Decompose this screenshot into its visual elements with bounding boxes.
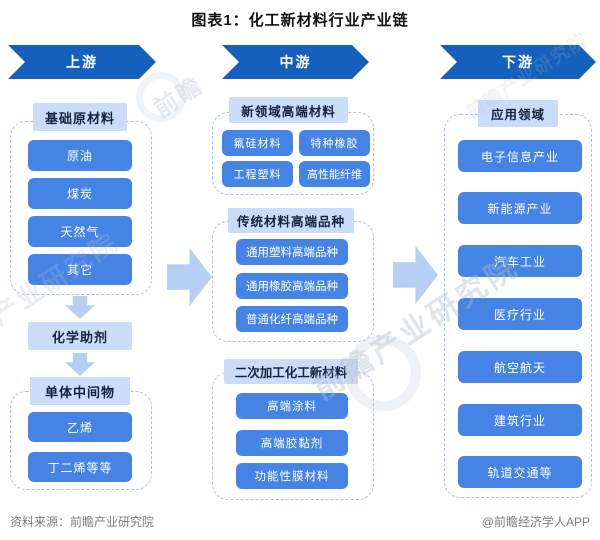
item-engineering-plastics: 工程塑料 (222, 161, 293, 187)
item-high-end-coatings: 高端涂料 (236, 393, 348, 419)
item-natural-gas: 天然气 (28, 216, 132, 247)
item-electronics-industry: 电子信息产业 (458, 140, 582, 172)
group-header-secondary-processing-materials: 二次加工化工新材料 (224, 359, 358, 384)
box-chemical-additives: 化学助剂 (28, 322, 132, 350)
item-general-plastics-premium: 通用塑料高端品种 (236, 239, 348, 265)
item-automotive-industry: 汽车工业 (458, 245, 582, 277)
item-functional-films: 功能性膜材料 (236, 463, 348, 489)
item-special-rubber: 特种橡胶 (299, 130, 370, 156)
item-other: 其它 (28, 254, 132, 285)
item-coal: 煤炭 (28, 178, 132, 209)
item-general-rubber-premium: 通用橡胶高端品种 (236, 273, 348, 299)
credit-note: @前瞻经济学人APP (481, 515, 590, 529)
item-new-energy-industry: 新能源产业 (458, 192, 582, 224)
group-header-basic-raw-materials: 基础原材料 (33, 103, 127, 131)
banner-upstream: 上游 (8, 45, 156, 79)
group-header-monomer-intermediates: 单体中间物 (30, 377, 130, 405)
arrow-down-icon (65, 296, 95, 319)
watermark-logo-icon (136, 72, 186, 122)
source-note: 资料来源：前瞻产业研究院 (10, 515, 155, 529)
item-high-performance-fiber: 高性能纤维 (299, 161, 370, 187)
item-ordinary-fiber-premium: 普通化纤高端品种 (236, 306, 348, 332)
banner-midstream: 中游 (222, 45, 369, 79)
watermark-brand-short-text: 前瞻 (149, 71, 210, 124)
item-rail-transit-etc: 轨道交通等 (458, 456, 582, 488)
flow-arrow-right-icon (167, 248, 212, 306)
group-header-new-field-high-end-materials: 新领域高端材料 (229, 97, 348, 123)
flow-arrow-right-icon (393, 246, 438, 304)
item-fluorosilicone-materials: 氟硅材料 (222, 130, 293, 156)
item-medical-industry: 医疗行业 (458, 298, 582, 330)
arrow-down-icon (65, 353, 95, 376)
item-construction-industry: 建筑行业 (458, 404, 582, 436)
item-aerospace: 航空航天 (458, 351, 582, 383)
item-ethylene: 乙烯 (28, 412, 132, 442)
group-header-application-fields: 应用领域 (478, 100, 558, 127)
chart-title: 图表1：化工新材料行业产业链 (191, 12, 409, 29)
item-crude-oil: 原油 (28, 140, 132, 171)
banner-downstream: 下游 (440, 45, 596, 79)
group-header-traditional-materials-premium: 传统材料高端品种 (228, 208, 354, 233)
item-butadiene-etc: 丁二烯等等 (28, 452, 132, 482)
item-high-end-adhesives: 高端胶黏剂 (236, 430, 348, 456)
